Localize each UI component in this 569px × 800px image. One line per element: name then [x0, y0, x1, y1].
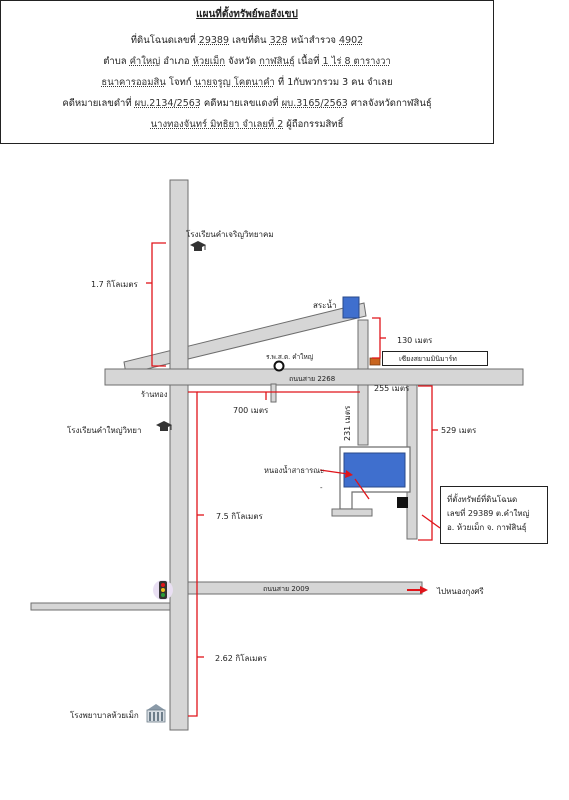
owner-label: ผู้ถือกรรมสิทธิ์	[286, 119, 344, 130]
public-pond	[343, 452, 406, 488]
property-label-line-2: เลขที่ 29389 ต.คำใหญ่	[447, 509, 530, 518]
road-2009-label: ถนนสาย 2009	[263, 585, 310, 593]
pond-pointer	[319, 469, 353, 478]
road-2268-label: ถนนสาย 2268	[289, 375, 336, 383]
property-label-line-3: อ. ห้วยเม็ก จ. กาฬสินธุ์	[447, 523, 527, 532]
vertical-road-upper	[357, 319, 369, 370]
marker-post	[270, 383, 277, 403]
amphoe-value: ห้วยเม็ก	[192, 56, 226, 67]
school-1-label: โรงเรียนคำเจริญวิทยาคม	[186, 230, 274, 239]
tambon-value: คำใหญ่	[129, 56, 161, 67]
road-2268	[104, 368, 524, 386]
public-pond-label: หนองน้ำสาธารณะ	[264, 466, 325, 475]
header-line-2: ตำบล คำใหญ่ อำเภอ ห้วยเม็ก จังหวัด กาฬสิ…	[0, 54, 494, 69]
gold-shop-label: ร้านทอง	[141, 390, 168, 399]
plaintiff-label: โจทก์	[168, 77, 192, 88]
header-line-4: คดีหมายเลขดำที่ ผบ.2134/2563 คดีหมายเลขแ…	[0, 96, 494, 111]
destination-label: ไปหนองกุงศรี	[437, 587, 484, 596]
deed-label: ที่ดินโฉนดเลขที่	[130, 35, 196, 46]
header-box: แผนที่ตั้งทรัพย์พอสังเขป ที่ดินโฉนดเลขที…	[0, 0, 494, 144]
hospital-building-icon	[146, 704, 166, 723]
property-pointer	[421, 514, 441, 529]
red-case-label: คดีหมายเลขแดงที่	[203, 98, 279, 109]
header-line-5: นางทองจันทร์ มิทธิยา จำเลยที่ 2 ผู้ถือกร…	[0, 117, 494, 132]
water-pond	[342, 296, 360, 319]
bracket-7-5km	[188, 391, 198, 717]
black-case-value: ผบ.2134/2563	[134, 98, 201, 109]
traffic-light-icon	[153, 580, 173, 600]
area-label: เนื้อที่	[297, 56, 320, 67]
school-2-label: โรงเรียนคำใหญ่วิทยา	[67, 426, 142, 435]
survey-page-label: หน้าสำรวจ	[290, 35, 336, 46]
header-line-3: ธนาคารออมสิน โจทก์ นายจรูญ โคตนาคำ ที่ 1…	[0, 75, 494, 90]
bracket-529m	[418, 385, 433, 541]
arrow-right-icon	[407, 586, 428, 594]
distance-2-62km-label: 2.62 กิโลเมตร	[215, 654, 267, 663]
survey-page-number: 4902	[339, 35, 364, 46]
bracket-130m	[372, 317, 381, 359]
land-number: 328	[269, 35, 288, 46]
red-case-value: ผบ.3165/2563	[281, 98, 348, 109]
water-pond-label: สระน้ำ	[313, 301, 337, 310]
distance-7-5km-label: 7.5 กิโลเมตร	[216, 512, 263, 521]
owner-value: นางทองจันทร์ มิทธิยา จำเลยที่ 2	[150, 119, 284, 130]
graduation-cap-icon	[156, 421, 172, 431]
property-label-box: ที่ตั้งทรัพย์ที่ดินโฉนด เลขที่ 29389 ต.ค…	[440, 486, 548, 544]
left-branch-road	[30, 602, 171, 611]
bracket-700m	[197, 391, 360, 400]
title-text: แผนที่ตั้งทรัพย์พอสังเขป	[196, 9, 298, 20]
property-marker	[397, 497, 408, 508]
plaintiff-value: ธนาคารออมสิน	[101, 77, 166, 88]
diagonal-road	[123, 302, 367, 375]
mini-mart-label: เซียงสยามมินิมาร์ท	[399, 355, 457, 363]
black-case-label: คดีหมายเลขดำที่	[62, 98, 132, 109]
bracket-1-7km	[151, 242, 166, 367]
header-line-1: ที่ดินโฉนดเลขที่ 29389 เลขที่ดิน 328 หน้…	[0, 33, 494, 48]
distance-529m-label: 529 เมตร	[441, 426, 477, 435]
distance-1-7km-label: 1.7 กิโลเมตร	[91, 280, 138, 289]
province-value: กาฬสินธุ์	[259, 56, 295, 67]
amphoe-label: อำเภอ	[163, 56, 190, 67]
deed-number: 29389	[198, 35, 230, 46]
distance-130m-label: 130 เมตร	[397, 336, 433, 345]
distance-231m-label: 231 เมตร	[343, 405, 352, 441]
land-no-label: เลขที่ดิน	[232, 35, 267, 46]
distance-255m-label: 255 เมตร	[374, 384, 410, 393]
province-label: จังหวัด	[228, 56, 257, 67]
defendant-value: นายจรูญ โคตนาคำ	[194, 77, 275, 88]
vertical-road-lower	[357, 384, 369, 446]
main-vertical-road	[169, 179, 189, 731]
dash-mark: -	[320, 484, 323, 492]
circle-marker-icon	[273, 360, 285, 372]
distance-700m-label: 700 เมตร	[233, 406, 269, 415]
graduation-cap-icon	[190, 241, 206, 251]
distance-brackets	[146, 242, 441, 717]
property-label-line-1: ที่ตั้งทรัพย์ที่ดินโฉนด	[447, 495, 518, 504]
mini-mart-label-box: เซียงสยามมินิมาร์ท	[382, 351, 488, 366]
court-label: ศาลจังหวัดกาฬสินธุ์	[350, 98, 432, 109]
hospital-label: โรงพยาบาลห้วยเม็ก	[70, 711, 139, 720]
health-center-label: ร.พ.ส.ต. คำใหญ่	[266, 353, 314, 361]
area-value: 1 ไร่ 8 ตารางวา	[322, 56, 391, 67]
tambon-label: ตำบล	[103, 56, 127, 67]
header-title: แผนที่ตั้งทรัพย์พอสังเขป	[0, 7, 494, 22]
defendant-label: ที่ 1กับพวกรวม 3 คน จำเลย	[277, 77, 393, 88]
pond-access-road	[331, 508, 373, 517]
mini-mart-marker	[369, 357, 381, 366]
